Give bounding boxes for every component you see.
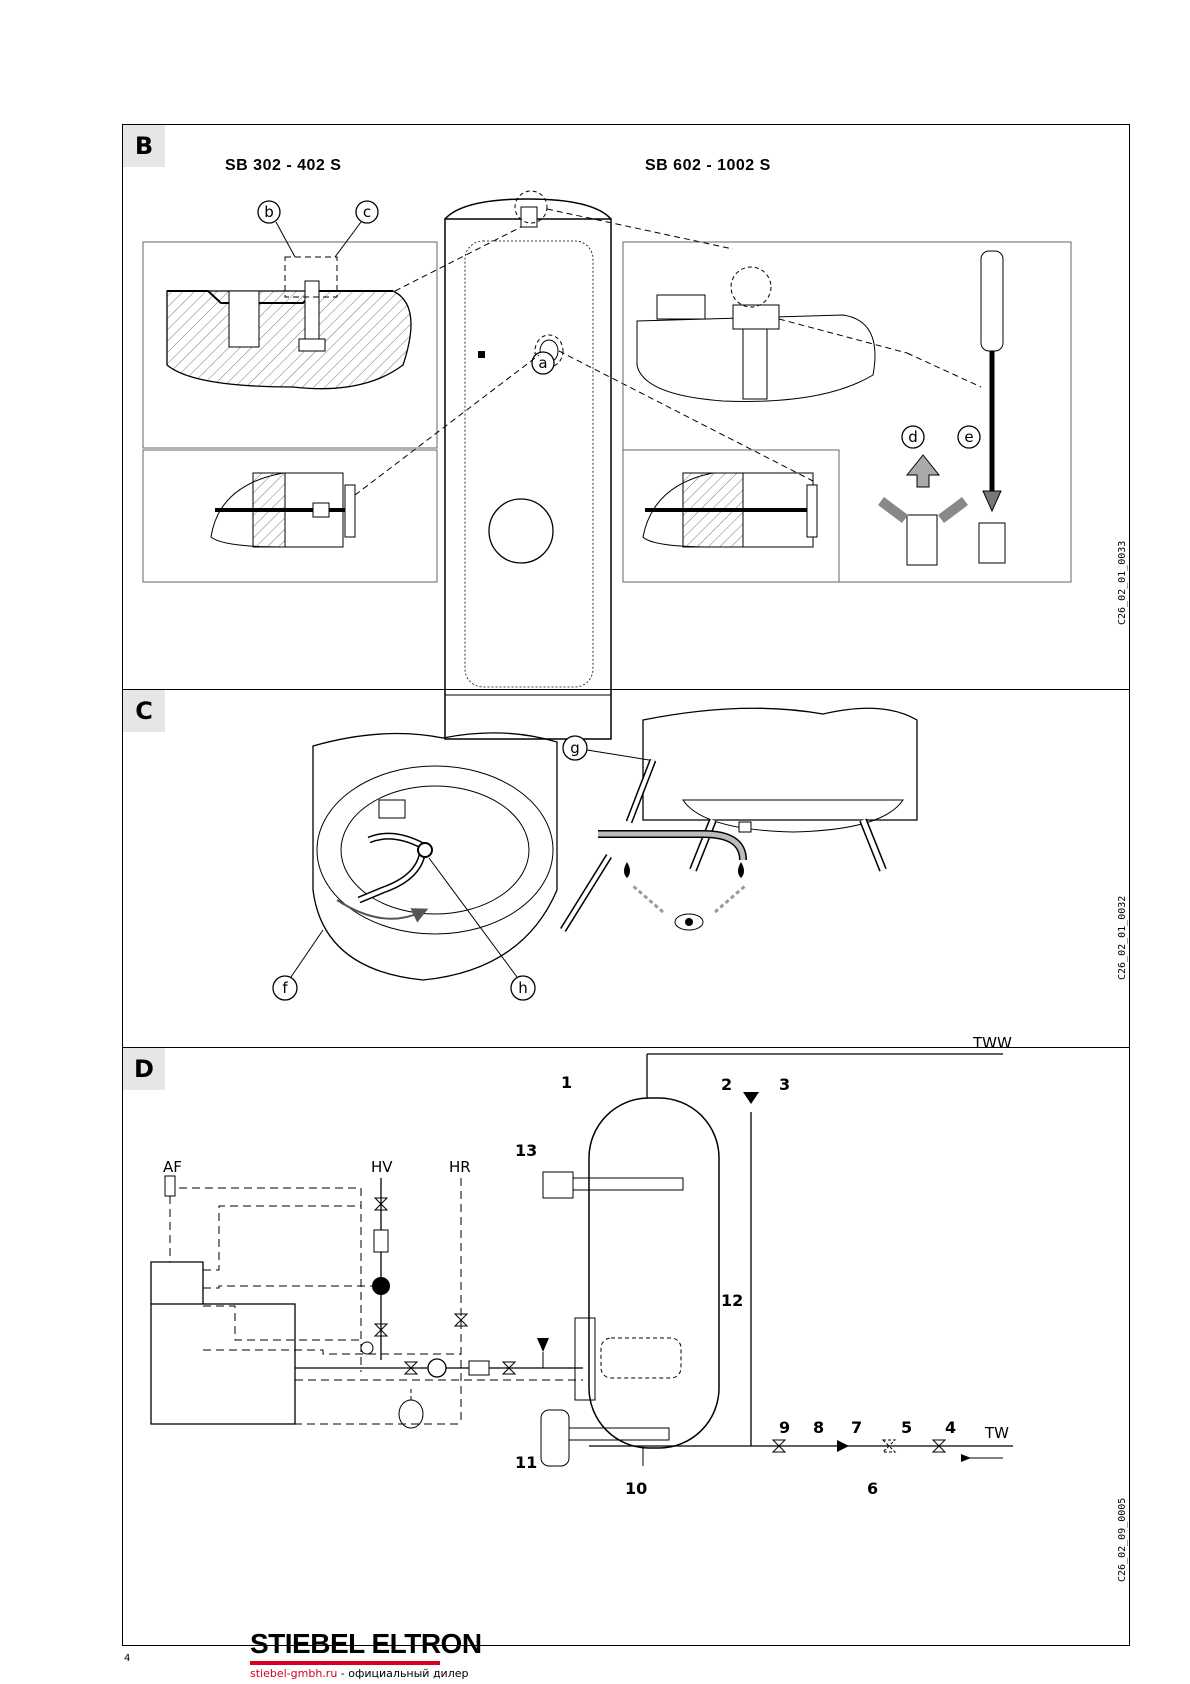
callout-b <box>257 200 281 224</box>
panel-c: C C26_02_01_0032 f h g <box>122 690 1130 1048</box>
callout-c-label: c <box>363 203 371 221</box>
number-12: 12 <box>721 1291 743 1310</box>
callout-f-label: f <box>282 979 288 997</box>
boiler <box>150 1303 296 1425</box>
subtitle-right: SB 602 - 1002 S <box>645 157 771 174</box>
electric-heater <box>542 1171 574 1199</box>
number-10: 10 <box>625 1479 647 1498</box>
detail-box-right <box>622 241 1072 583</box>
dealer-line: stiebel-gmbh.ru - официальный дилер <box>250 1667 482 1680</box>
pump-hv <box>372 1277 390 1295</box>
callout-d-label: d <box>908 428 918 446</box>
number-7: 7 <box>851 1418 862 1437</box>
panel-b: B SB 302 - 402 S SB 602 - 1002 S C26_02_… <box>122 124 1130 740</box>
callout-a <box>531 351 555 375</box>
callout-h-label: h <box>518 979 528 997</box>
callout-f <box>272 975 298 1001</box>
callout-e <box>957 425 981 449</box>
panel-d-schematic: AF HV HR TWW <box>150 1034 1013 1498</box>
label-tw: TW <box>984 1424 1009 1442</box>
callout-d <box>901 425 925 449</box>
label-tww: TWW <box>972 1034 1012 1052</box>
panel-label: D <box>123 1048 165 1090</box>
tank-side-right <box>642 707 918 821</box>
callout-c <box>355 200 379 224</box>
footer-brand: STIEBEL ELTRON stiebel-gmbh.ru - официал… <box>250 1628 482 1680</box>
tank-bottom-left <box>312 732 558 981</box>
callout-h <box>510 975 536 1001</box>
storage-tank <box>444 218 612 740</box>
eye-icon <box>674 913 704 931</box>
number-4: 4 <box>945 1418 956 1437</box>
callout-g <box>562 735 588 761</box>
number-6: 6 <box>867 1479 878 1498</box>
brand-bar <box>250 1661 440 1665</box>
pump-loading <box>427 1358 447 1378</box>
flange <box>574 1317 596 1401</box>
dealer-site[interactable]: stiebel-gmbh.ru <box>250 1667 338 1680</box>
callout-g-label: g <box>570 739 580 757</box>
label-af: AF <box>163 1158 182 1176</box>
detail-box-bottom-left <box>142 449 438 583</box>
callout-a-label: a <box>538 354 547 372</box>
heater-11 <box>540 1409 570 1467</box>
panel-label: C <box>123 690 165 732</box>
dealer-text: - официальный дилер <box>337 1667 469 1680</box>
anode-rod <box>980 250 1004 352</box>
panel-c-drawing: f h g <box>272 707 918 1001</box>
storage-cylinder <box>588 1097 720 1449</box>
panel-d: D C26_02_09_0005 AF HV HR <box>122 1034 1130 1646</box>
panel-label: B <box>123 125 165 167</box>
number-1: 1 <box>561 1073 572 1092</box>
label-hv: HV <box>371 1158 393 1176</box>
detail-box-top-left <box>142 241 438 449</box>
number-9: 9 <box>779 1418 790 1437</box>
number-13: 13 <box>515 1141 537 1160</box>
flange-opening <box>488 498 554 564</box>
number-5: 5 <box>901 1418 912 1437</box>
callout-b-label: b <box>264 203 274 221</box>
number-2: 2 <box>721 1075 732 1094</box>
number-3: 3 <box>779 1075 790 1094</box>
page-number: 4 <box>124 1653 131 1664</box>
brand-logo: STIEBEL ELTRON <box>250 1628 482 1659</box>
label-hr: HR <box>449 1158 471 1176</box>
subtitle-left: SB 302 - 402 S <box>225 157 342 174</box>
callout-e-label: e <box>964 428 973 446</box>
number-8: 8 <box>813 1418 824 1437</box>
number-11: 11 <box>515 1453 537 1472</box>
anode-b <box>304 280 320 340</box>
panel-b-drawing: b c a <box>142 190 1072 740</box>
